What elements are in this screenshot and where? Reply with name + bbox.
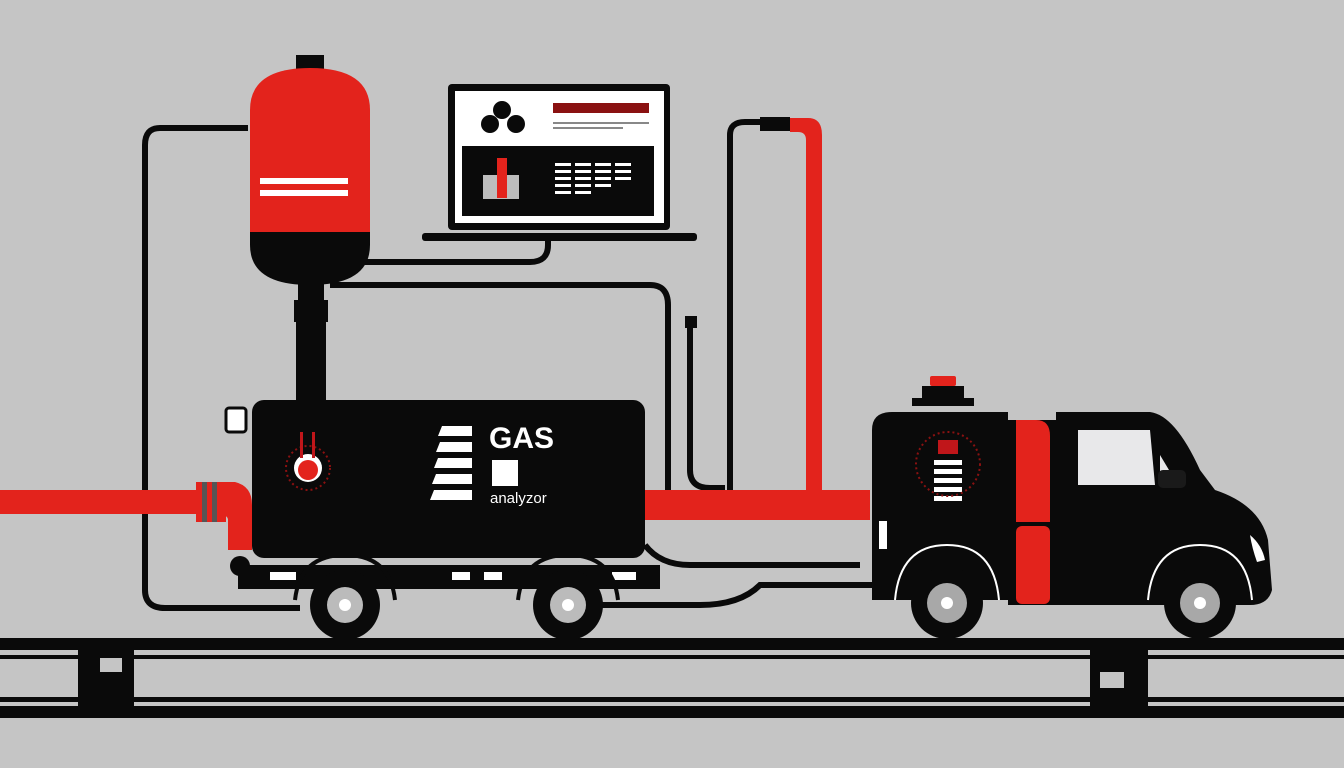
gas-analyzer-trailer: GAS analyzor xyxy=(224,400,660,640)
red-gas-tank xyxy=(250,55,370,402)
utility-van xyxy=(872,376,1272,639)
trailer-title: GAS xyxy=(489,422,554,455)
cable-connector xyxy=(685,316,697,328)
red-riser-pipe xyxy=(760,117,822,495)
trailer-wheel xyxy=(516,552,620,640)
ground-rails xyxy=(0,638,1344,718)
van-wheel xyxy=(1147,543,1253,639)
trailer-subtitle: analyzor xyxy=(490,490,547,507)
trailer-wheel xyxy=(293,552,397,640)
red-gas-pipeline xyxy=(0,482,870,550)
cables xyxy=(142,119,880,611)
van-wheel xyxy=(894,543,1000,639)
laptop-monitor xyxy=(422,84,697,241)
